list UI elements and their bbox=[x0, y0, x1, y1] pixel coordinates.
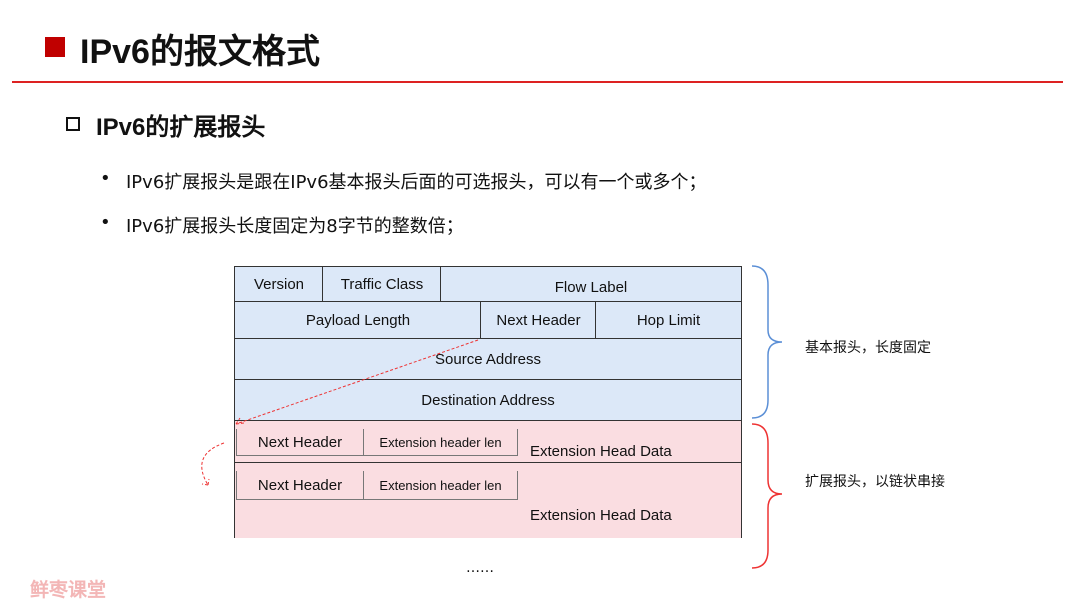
pointer-arrow bbox=[235, 339, 479, 425]
bullet-mark: • bbox=[100, 212, 111, 233]
field-destination-address: Destination Address bbox=[234, 379, 742, 422]
title-divider bbox=[12, 81, 1063, 83]
subtitle-marker bbox=[66, 117, 80, 131]
ext-header-2: Extension Head Data bbox=[234, 462, 742, 538]
ext-brace-icon bbox=[751, 423, 783, 569]
ext-data-2: Extension Head Data bbox=[530, 507, 672, 524]
section-title: IPv6的扩展报头 bbox=[96, 114, 266, 141]
ext-data-1: Extension Head Data bbox=[530, 443, 672, 460]
ellipsis: …… bbox=[466, 560, 494, 576]
bullet-2: IPv6扩展报头长度固定为8字节的整数倍； bbox=[126, 216, 464, 237]
page-title: IPv6的报文格式 bbox=[80, 33, 320, 71]
basic-header-label: 基本报头，长度固定 bbox=[805, 340, 931, 356]
field-payload-length: Payload Length bbox=[234, 301, 482, 340]
bullet-1: IPv6扩展报头是跟在IPv6基本报头后面的可选报头，可以有一个或多个； bbox=[126, 172, 707, 193]
chain-arrow bbox=[201, 442, 225, 486]
field-version: Version bbox=[234, 266, 324, 303]
ext-header-label: 扩展报头，以链状串接 bbox=[805, 474, 945, 490]
bullet-mark: • bbox=[100, 168, 111, 189]
field-hop-limit: Hop Limit bbox=[595, 301, 742, 340]
field-flow-label: Flow Label bbox=[440, 266, 742, 303]
title-marker bbox=[45, 37, 65, 57]
ext2-len: Extension header len bbox=[363, 471, 518, 500]
field-source-address: Source Address bbox=[234, 338, 742, 381]
watermark-logo: 鲜枣课堂 bbox=[30, 579, 107, 601]
ext1-len: Extension header len bbox=[363, 429, 518, 456]
basic-brace-icon bbox=[751, 265, 783, 419]
